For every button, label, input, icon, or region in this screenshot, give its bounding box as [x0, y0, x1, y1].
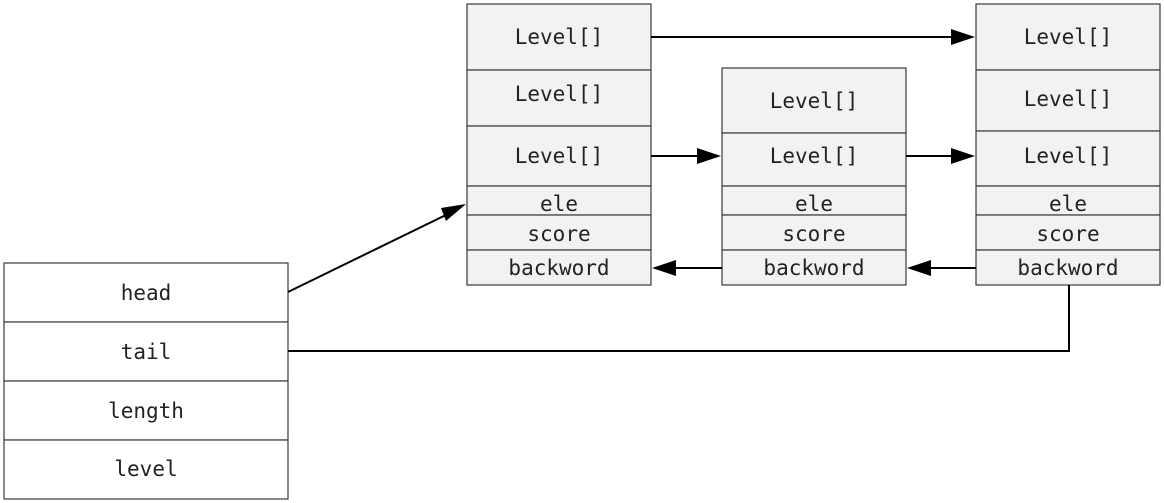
arrowhead-node-2-backward-to-node-1	[652, 260, 676, 276]
node-3-ele-label: ele	[1049, 192, 1087, 216]
node-2-level-cell-0	[721, 67, 907, 134]
zskiplist-tail-cell	[3, 321, 289, 382]
node-2-backward-cell	[721, 249, 907, 286]
node-1-ele-cell	[466, 185, 652, 216]
node-2-ele-label: ele	[795, 192, 833, 216]
zskiplist-tail-label: tail	[121, 340, 172, 364]
zskiplist-head-cell	[3, 262, 289, 323]
node-3-score-cell	[975, 214, 1161, 251]
node-1-level-cell-1	[466, 69, 652, 127]
node-3-level-label-2: Level[]	[1024, 144, 1113, 168]
arrowhead-node-1-l0-to-node-3-l0	[951, 29, 975, 45]
node-2-level-cell-1	[721, 132, 907, 187]
node-2-level-label-0: Level[]	[770, 89, 859, 113]
zskiplist-length-cell	[3, 380, 289, 441]
skiplist-node-2: Level[] Level[] ele score backword	[721, 67, 907, 286]
skiplist-node-3: Level[] Level[] Level[] ele score backwo…	[975, 3, 1161, 286]
node-2-level-label-1: Level[]	[770, 144, 859, 168]
node-1-level-label-0: Level[]	[515, 25, 604, 49]
skiplist-edges	[287, 29, 1070, 352]
node-1-backward-cell	[466, 249, 652, 286]
node-2-score-label: score	[782, 222, 845, 246]
edge-tail-to-node-3	[288, 285, 1070, 352]
arrowhead-node-3-backward-to-node-2	[907, 260, 931, 276]
edge-head-to-node-1	[287, 211, 453, 293]
node-3-backward-cell	[975, 249, 1161, 286]
node-3-level-cell-2	[975, 130, 1161, 187]
node-3-level-cell-0	[975, 3, 1161, 71]
node-1-ele-label: ele	[540, 192, 578, 216]
zskiplist-level-cell	[3, 439, 289, 500]
skiplist-node-1: Level[] Level[] Level[] ele score backwo…	[466, 3, 652, 286]
node-3-level-cell-1	[975, 69, 1161, 132]
zskiplist-level-label: level	[114, 457, 177, 481]
node-1-level-cell-0	[466, 3, 652, 71]
zskiplist-head-label: head	[121, 281, 172, 305]
node-1-level-label-1: Level[]	[515, 82, 604, 106]
node-1-level-label-2: Level[]	[515, 144, 604, 168]
node-3-backward-label: backword	[1017, 256, 1118, 280]
arrowhead-node-2-l1-to-node-3-l2	[951, 148, 975, 164]
arrowhead-head-to-node-1	[441, 204, 466, 221]
zskiplist-struct: head tail length level	[3, 262, 289, 500]
node-3-level-label-1: Level[]	[1024, 87, 1113, 111]
node-1-score-label: score	[527, 222, 590, 246]
arrowhead-node-1-l2-to-node-2-l1	[697, 148, 721, 164]
zskiplist-length-label: length	[108, 399, 184, 423]
node-3-ele-cell	[975, 185, 1161, 216]
node-3-level-label-0: Level[]	[1024, 25, 1113, 49]
node-3-score-label: score	[1036, 222, 1099, 246]
node-2-backward-label: backword	[763, 256, 864, 280]
node-1-backward-label: backword	[508, 256, 609, 280]
node-2-score-cell	[721, 214, 907, 251]
